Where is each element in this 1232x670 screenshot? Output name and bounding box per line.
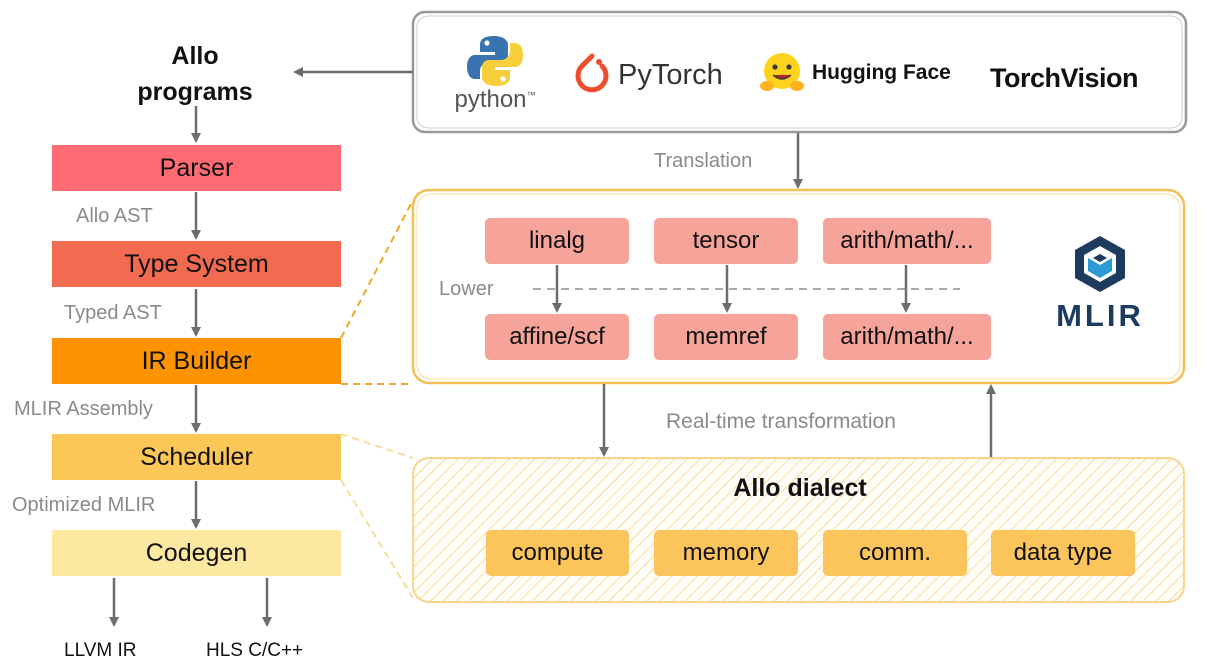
allo-op-data-type-label: data type	[1013, 539, 1113, 566]
python-logo: python™	[450, 34, 540, 122]
dialect-arith-low-label: arith/math/...	[840, 323, 974, 350]
huggingface-logo: Hugging Face	[758, 50, 951, 96]
output-hls-c: HLS C/C++	[206, 640, 304, 661]
mlir-logo: MLIR	[1048, 234, 1152, 344]
allo-op-comm-label: comm.	[859, 539, 931, 566]
edge-label-optimized-mlir: Optimized MLIR	[12, 494, 156, 516]
stage-ir-builder: IR Builder	[52, 338, 341, 384]
pytorch-logo: PyTorch	[572, 52, 723, 98]
stage-type-system: Type System	[52, 241, 341, 287]
dialect-linalg-label: linalg	[528, 227, 586, 254]
dialect-memref: memref	[654, 314, 798, 360]
dialect-affine-scf: affine/scf	[485, 314, 629, 360]
output-llvm-ir: LLVM IR	[64, 640, 137, 661]
dialect-tensor-label: tensor	[692, 227, 760, 254]
zoom-line-top	[340, 199, 414, 339]
realtime-label: Real-time transformation	[666, 410, 896, 433]
mlir-logo-text: MLIR	[1056, 298, 1144, 333]
allo-op-memory-label: memory	[682, 539, 770, 566]
stage-scheduler-label: Scheduler	[140, 442, 253, 471]
allo-dialect-title: Allo dialect	[733, 474, 867, 502]
allo-programs-title: Allo programs	[120, 38, 270, 110]
dialect-memref-label: memref	[685, 323, 767, 350]
stage-ir-builder-label: IR Builder	[141, 346, 252, 375]
mlir-icon	[1075, 236, 1125, 292]
allo-op-data-type: data type	[991, 530, 1135, 576]
allo-op-memory: memory	[654, 530, 798, 576]
stage-codegen: Codegen	[52, 530, 341, 576]
pytorch-logo-text: PyTorch	[618, 58, 723, 91]
python-logo-trademark: ™	[526, 90, 536, 100]
dialect-tensor: tensor	[654, 218, 798, 264]
dialect-linalg: linalg	[485, 218, 629, 264]
title-line-2: programs	[137, 78, 253, 106]
zoom-line-scheduler-top	[340, 433, 414, 459]
stage-parser: Parser	[52, 145, 341, 191]
dialect-arith-low: arith/math/...	[823, 314, 991, 360]
allo-op-compute-label: compute	[511, 539, 604, 566]
zoom-line-scheduler-bottom	[340, 479, 414, 599]
stage-scheduler: Scheduler	[52, 434, 341, 480]
pytorch-icon	[575, 53, 609, 93]
translation-label: Translation	[654, 150, 753, 172]
huggingface-logo-text: Hugging Face	[812, 61, 951, 84]
allo-op-compute: compute	[486, 530, 629, 576]
torchvision-logo-text: TorchVision	[990, 62, 1139, 93]
stage-parser-label: Parser	[159, 153, 234, 182]
lower-label: Lower	[439, 278, 494, 300]
python-icon	[467, 36, 523, 86]
dialect-arith-high-label: arith/math/...	[840, 227, 974, 254]
allo-op-comm: comm.	[823, 530, 967, 576]
title-line-1: Allo	[171, 42, 219, 70]
dialect-arith-high: arith/math/...	[823, 218, 991, 264]
stage-type-system-label: Type System	[124, 249, 269, 278]
python-logo-text: python	[454, 86, 527, 113]
edge-label-allo-ast: Allo AST	[76, 205, 153, 227]
edge-label-mlir-assembly: MLIR Assembly	[14, 398, 153, 420]
huggingface-icon	[760, 53, 804, 91]
torchvision-logo: TorchVision	[990, 58, 1139, 98]
dialect-affine-scf-label: affine/scf	[509, 323, 605, 350]
stage-codegen-label: Codegen	[145, 538, 248, 567]
edge-label-typed-ast: Typed AST	[64, 302, 162, 324]
